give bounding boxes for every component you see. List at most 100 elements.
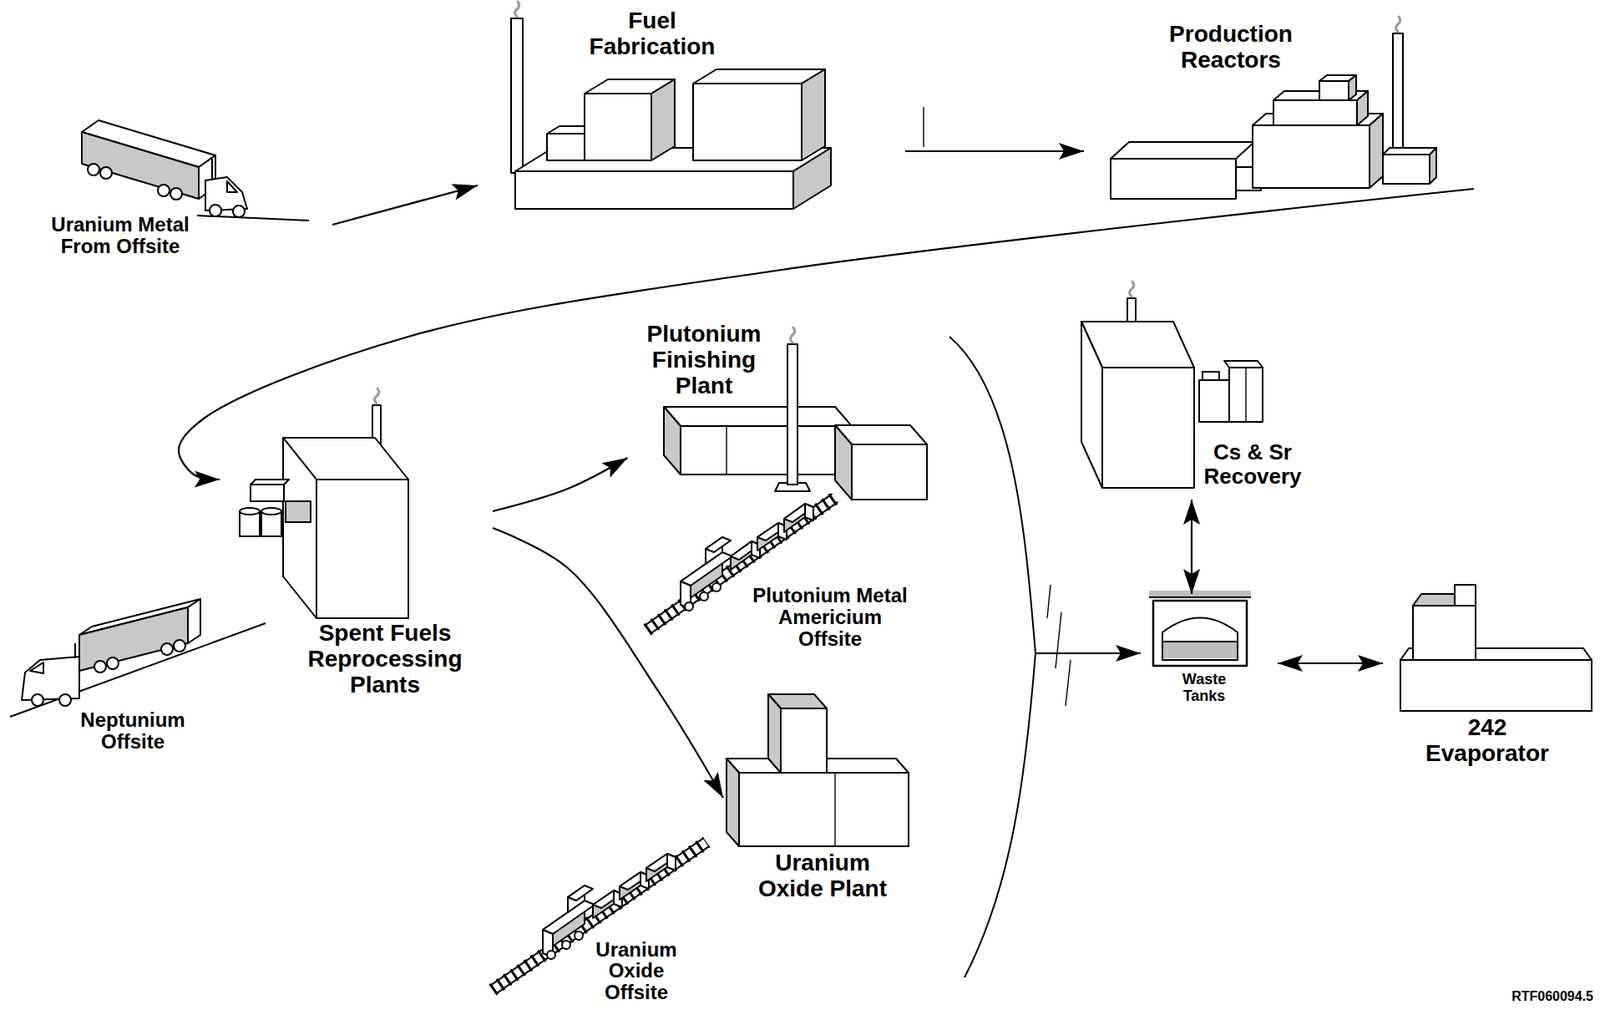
production-reactor-building <box>1110 141 1255 159</box>
facility: Production Reactors <box>1083 18 1474 201</box>
production-reactor-building <box>1369 113 1383 188</box>
plutonium-finishing-building <box>663 406 852 426</box>
train-illustration <box>574 931 583 940</box>
reprocessing-plant-building <box>285 501 311 522</box>
plutonium-finishing-building <box>835 425 852 500</box>
production-reactor-building <box>923 16 1437 199</box>
plutonium-finishing-building <box>790 327 795 343</box>
train-illustration <box>805 503 814 521</box>
train-illustration <box>667 853 676 871</box>
truck-illustration <box>161 643 173 655</box>
flow-arrow <box>905 150 1084 152</box>
production-reactor-building <box>922 106 924 147</box>
fuel-fabrication-building <box>546 133 585 161</box>
production-reactor-building <box>1392 33 1403 151</box>
production-reactor-building <box>1110 158 1236 199</box>
train-illustration <box>712 582 721 592</box>
reprocessing-plant-building <box>239 388 409 618</box>
plutonium-finishing-building <box>725 425 727 475</box>
reprocessing-plant-building <box>283 437 317 618</box>
train-illustration <box>546 950 556 959</box>
flow-arrow <box>1190 499 1193 594</box>
evaporator-building <box>1412 605 1476 660</box>
train-illustration <box>562 940 571 949</box>
plutonium-finishing-building <box>787 344 798 485</box>
waste-tank-illustration <box>1162 640 1238 643</box>
train-illustration <box>730 541 760 560</box>
truck-illustration <box>170 187 183 200</box>
evaporator-building <box>1400 659 1592 711</box>
truck-illustration <box>94 660 107 673</box>
production-reactor-building <box>1396 16 1401 32</box>
truck-illustration <box>106 657 119 669</box>
cs-sr-recovery-building <box>1245 367 1246 422</box>
facility: Uranium Metal From Offsite <box>25 116 333 264</box>
production-reactor-building <box>1319 81 1349 101</box>
plutonium-finishing-building <box>663 406 681 475</box>
train-illustration <box>490 837 704 986</box>
reprocessing-plant-building <box>261 507 282 515</box>
truck-illustration <box>157 184 170 197</box>
production-reactor-building <box>1273 100 1357 126</box>
facility-label: Uranium Oxide Plant <box>750 850 895 902</box>
cs-sr-recovery-building <box>1129 281 1135 297</box>
production-reactor-building <box>1429 147 1437 184</box>
train-illustration <box>684 602 694 611</box>
truck-illustration <box>79 607 188 671</box>
train-illustration <box>705 536 731 552</box>
facility: Waste Tanks <box>1140 593 1278 714</box>
reprocessing-plant-building <box>239 507 260 515</box>
facility-label: Uranium Oxide Offsite <box>584 938 689 1003</box>
uranium-oxide-building <box>726 693 909 846</box>
fuel-fabrication-building <box>801 69 826 161</box>
truck-illustration <box>87 163 100 176</box>
flow-arrow <box>492 457 628 512</box>
fuel-fabrication-building <box>651 79 675 161</box>
facility-label: Production Reactors <box>1151 21 1311 74</box>
uranium-oxide-building <box>739 772 909 846</box>
facility-label: 242 Evaporator <box>1414 714 1561 767</box>
truck-illustration <box>209 204 222 217</box>
train-illustration <box>592 890 623 908</box>
waste-collection-bracket <box>1055 612 1062 669</box>
cs-sr-recovery-building <box>1224 360 1263 368</box>
facility-label: Cs & Sr Recovery <box>1189 440 1316 489</box>
facility-label: Waste Tanks <box>1173 671 1236 705</box>
train-illustration <box>757 522 787 541</box>
uranium-oxide-building <box>768 693 781 773</box>
drawing-number: RTF060094.5 <box>1511 988 1594 1004</box>
fuel-fabrication-building <box>515 1 520 17</box>
evaporator-building <box>1400 584 1592 711</box>
cs-sr-recovery-building <box>1202 371 1220 380</box>
waste-tank-illustration <box>1163 641 1237 659</box>
facility: Spent Fuels Reprocessing Plants <box>219 392 493 704</box>
train-illustration <box>492 841 707 990</box>
waste-collection-bracket <box>949 336 1036 978</box>
flow-arrow <box>1277 662 1383 664</box>
truck-illustration <box>173 639 186 652</box>
facility: Neptunium Offsite <box>10 594 226 758</box>
fuel-fabrication-building <box>515 171 794 209</box>
evaporator-building <box>1454 584 1476 606</box>
waste-tank-illustration <box>1149 590 1251 598</box>
waste-tank-illustration <box>1149 596 1251 598</box>
truck-illustration <box>232 205 245 218</box>
plutonium-finishing-building <box>680 425 852 475</box>
facility-label: Uranium Metal From Offsite <box>30 213 211 258</box>
uranium-oxide-building <box>834 772 836 846</box>
uranium-oxide-building <box>780 708 827 773</box>
train-illustration <box>567 885 593 901</box>
fuel-fabrication-building <box>693 83 802 161</box>
facility: Fuel Fabrication <box>477 5 906 222</box>
train-illustration <box>646 853 676 871</box>
production-reactor-building <box>1382 147 1437 155</box>
production-reactor-building <box>1382 154 1430 184</box>
truck-illustration <box>59 693 71 706</box>
facility: Cs & Sr Recovery <box>1077 288 1320 500</box>
facility: 242 Evaporator <box>1382 582 1595 770</box>
truck-illustration <box>227 181 238 193</box>
production-reactor-building <box>1348 75 1357 101</box>
truck-illustration <box>81 131 199 199</box>
production-reactor-building <box>1252 125 1370 188</box>
uranium-oxide-building <box>726 758 740 846</box>
